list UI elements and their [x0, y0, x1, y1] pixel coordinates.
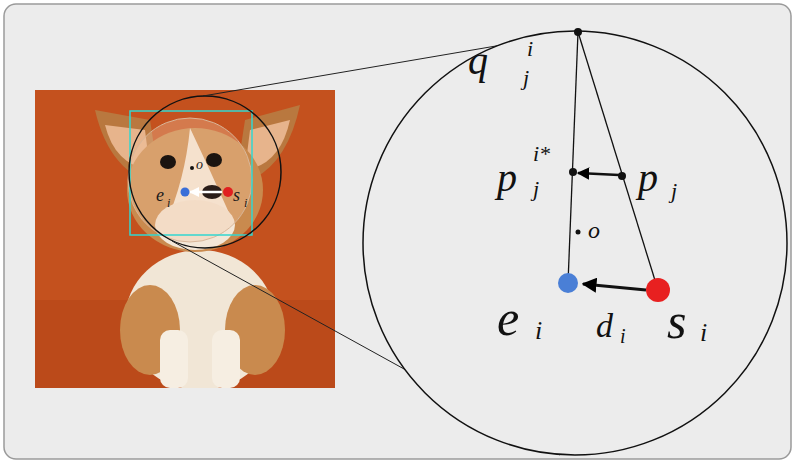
point-symbol: p: [638, 158, 658, 198]
apex-point: [574, 28, 582, 36]
subscript: j: [533, 178, 539, 200]
dog-photo: [35, 90, 335, 388]
subscript: i: [700, 320, 707, 346]
face-highlight: [128, 118, 252, 242]
point-symbol: e: [497, 293, 519, 343]
center-label: o: [196, 158, 203, 172]
point-symbol: q: [468, 41, 488, 81]
start-point: [646, 278, 670, 302]
center-dot: [190, 166, 194, 170]
point-symbol: s: [233, 186, 240, 204]
point-symbol: e: [156, 186, 164, 204]
point: [618, 172, 626, 180]
center-dot: [576, 230, 581, 235]
zoom-circle: [129, 96, 281, 248]
ray-line: [568, 32, 578, 283]
end-point: [181, 188, 190, 197]
projected-point: [569, 168, 577, 176]
subscript: i: [620, 326, 626, 346]
subscript: i: [244, 197, 247, 209]
start-point: [223, 187, 233, 197]
bounding-box: [130, 111, 252, 235]
projection-arrow: [578, 173, 619, 175]
superscript: i*: [533, 143, 550, 165]
point-symbol: s: [667, 296, 686, 346]
ray-line: [578, 32, 658, 290]
superscript: i: [527, 38, 533, 60]
face-circle: [128, 118, 252, 242]
dog-eye: [160, 155, 176, 169]
panel: [4, 4, 791, 459]
displacement-arrow: [190, 191, 222, 194]
zoom-view: [363, 31, 787, 455]
displacement-arrow: [583, 284, 646, 290]
subscript: i: [535, 318, 542, 344]
subscript: i: [167, 197, 170, 209]
end-point: [558, 273, 578, 293]
subscript: j: [523, 67, 529, 89]
subscript: j: [671, 180, 677, 202]
dog-eye: [206, 153, 222, 167]
distance-symbol: d: [596, 309, 613, 343]
point-symbol: p: [497, 158, 517, 198]
center-label: o: [588, 218, 600, 242]
